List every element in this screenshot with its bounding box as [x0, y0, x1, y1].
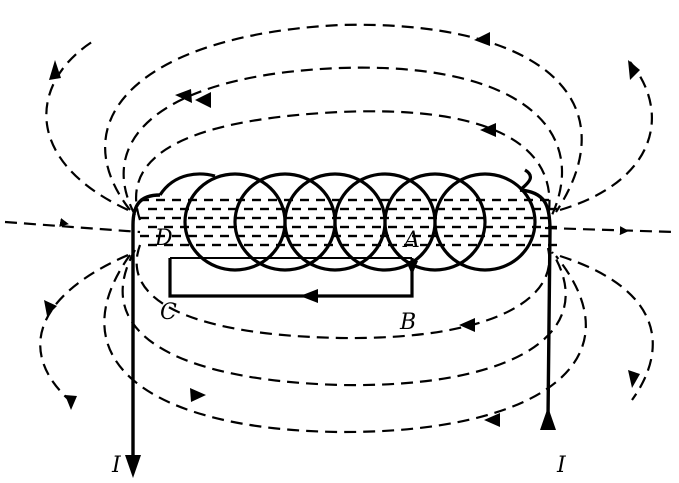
- amperian-loop: [168, 258, 414, 298]
- field-arrow: [175, 89, 192, 103]
- solenoid-coil: [158, 168, 537, 272]
- right-lead-wire: [519, 188, 552, 419]
- current-label-left: I: [112, 453, 121, 478]
- coil-end-arch: [158, 168, 533, 196]
- label-C: C: [160, 300, 177, 325]
- axis-field-line-left: [4, 220, 141, 234]
- field-line-upper-5: [559, 61, 653, 212]
- current-label-right: I: [557, 453, 566, 478]
- field-line-lower-4: [39, 253, 129, 406]
- coil-loop: [433, 172, 537, 272]
- axis-field-line-right: [544, 226, 676, 234]
- field-arrow: [48, 217, 69, 227]
- field-line-upper-2: [122, 66, 563, 216]
- field-arrow: [49, 60, 61, 80]
- field-arrow: [628, 370, 640, 388]
- field-arrow: [459, 318, 475, 332]
- field-arrow: [44, 300, 57, 316]
- field-arrow: [195, 92, 211, 108]
- loop-arrow: [300, 289, 318, 303]
- field-line-upper-4: [45, 39, 129, 211]
- field-line-lower-1: [135, 244, 551, 340]
- field-arrow: [628, 60, 640, 80]
- field-arrow: [480, 123, 496, 137]
- label-B: B: [400, 310, 417, 335]
- left-lead-wire: [131, 193, 161, 462]
- current-arrow-down: [125, 455, 141, 478]
- field-arrow: [65, 395, 77, 410]
- label-A: A: [404, 228, 420, 253]
- field-line-lower-5: [559, 254, 654, 401]
- coil-loop: [383, 172, 487, 272]
- interior-field-hatching: [140, 198, 557, 247]
- loop-arrow: [406, 261, 418, 275]
- field-arrow: [190, 388, 206, 402]
- label-D: D: [155, 226, 173, 251]
- field-arrow: [474, 32, 490, 46]
- field-line-upper-3: [104, 23, 583, 213]
- field-line-lower-3: [103, 254, 587, 434]
- field-arrow: [484, 413, 500, 427]
- current-arrow-up: [540, 407, 556, 430]
- field-line-lower-2: [121, 249, 567, 387]
